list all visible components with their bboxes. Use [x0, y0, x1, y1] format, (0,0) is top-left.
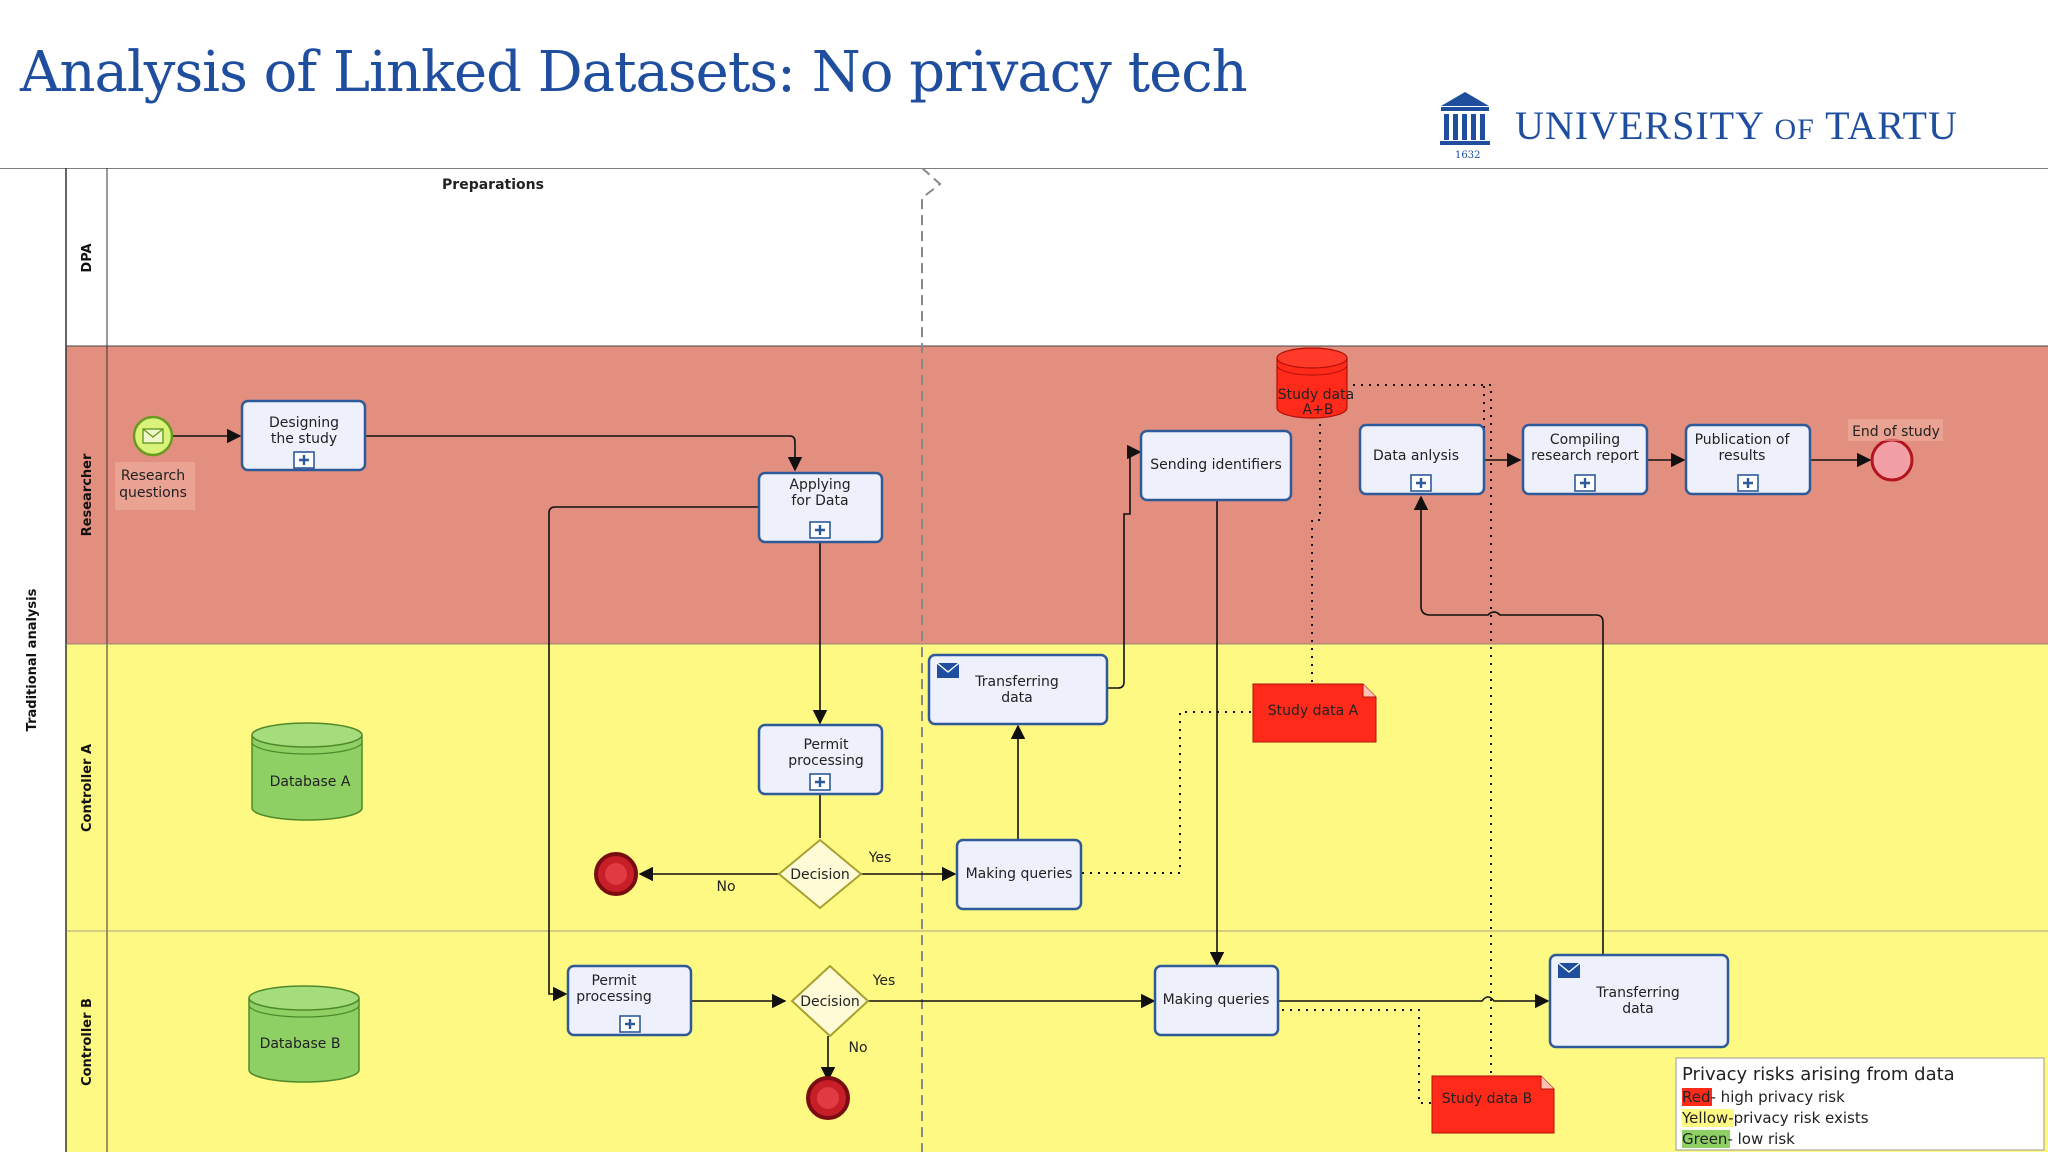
svg-text:Study data A: Study data A: [1268, 703, 1359, 719]
svg-text:Decision: Decision: [800, 994, 860, 1010]
end-of-study-label: End of study: [1852, 424, 1940, 440]
phase-separator: [921, 168, 942, 1152]
lane-label-controller-b: Controller B: [80, 998, 95, 1086]
svg-text:Making queries: Making queries: [966, 866, 1073, 882]
bpmn-diagram: Traditional analysis DPA Researcher Cont…: [0, 168, 2048, 1152]
start-event-label-1: Research: [121, 468, 185, 484]
gateway-decision-b[interactable]: Decision: [790, 964, 870, 1038]
subprocess-plus-icon: [809, 773, 831, 791]
gateway-b-no-label: No: [848, 1040, 867, 1056]
svg-text:Study data B: Study data B: [1442, 1091, 1532, 1107]
subprocess-plus-icon: [1574, 474, 1596, 492]
task-designing-the-study[interactable]: Designing the study: [240, 399, 367, 472]
svg-text:Data anlysis: Data anlysis: [1373, 448, 1459, 464]
svg-text:Transferring: Transferring: [974, 674, 1058, 690]
svg-text:Compiling: Compiling: [1550, 432, 1620, 448]
lane-label-researcher: Researcher: [80, 453, 95, 536]
logo-name-part2: TARTU: [1825, 103, 1958, 148]
svg-text:Database B: Database B: [260, 1036, 341, 1052]
start-event[interactable]: [132, 415, 174, 457]
gateway-a-no-label: No: [716, 879, 735, 895]
svg-text:for Data: for Data: [791, 493, 848, 509]
task-applying-for-data[interactable]: Applying for Data: [757, 471, 884, 544]
svg-text:research report: research report: [1531, 448, 1639, 464]
subprocess-plus-icon: [809, 521, 831, 539]
legend-yellow-text: -privacy risk exists: [1728, 1109, 1869, 1127]
gateway-b-yes-label: Yes: [872, 973, 896, 989]
legend-yellow-word: Yellow: [1681, 1109, 1728, 1127]
end-event-rejected-b: [806, 1076, 850, 1120]
start-event-label-2: questions: [119, 485, 187, 501]
privacy-risk-legend: Privacy risks arising from data Red- hig…: [1675, 1057, 2045, 1151]
svg-text:the study: the study: [271, 431, 337, 447]
svg-text:results: results: [1719, 448, 1766, 464]
svg-text:Making queries: Making queries: [1163, 992, 1270, 1008]
envelope-icon: [936, 662, 960, 678]
svg-text:Study data: Study data: [1278, 387, 1354, 403]
legend-red-word: Red: [1682, 1088, 1711, 1106]
subprocess-plus-icon: [1737, 474, 1759, 492]
university-building-icon: [1440, 92, 1490, 145]
svg-text:Designing: Designing: [269, 415, 339, 431]
svg-text:Applying: Applying: [789, 477, 850, 493]
subprocess-plus-icon: [619, 1015, 641, 1033]
end-event-rejected-a: [594, 852, 638, 896]
subprocess-plus-icon: [1410, 474, 1432, 492]
logo-year: 1632: [1455, 150, 1481, 161]
task-making-queries-b[interactable]: Making queries: [1153, 964, 1280, 1037]
svg-text:data: data: [1622, 1001, 1654, 1017]
end-event-end-of-study: [1870, 438, 1914, 482]
slide-title: Analysis of Linked Datasets: No privacy …: [20, 40, 1248, 105]
legend-green-text: - low risk: [1727, 1130, 1795, 1148]
legend-title: Privacy risks arising from data: [1682, 1064, 1955, 1085]
svg-text:processing: processing: [576, 989, 651, 1005]
lane-label-dpa: DPA: [80, 243, 95, 272]
data-object-study-data-b: Study data B: [1431, 1075, 1555, 1134]
svg-text:Publication of: Publication of: [1695, 432, 1791, 448]
data-store-study-data-ab: Study data A+B: [1276, 347, 1354, 419]
svg-text:Database A: Database A: [270, 774, 351, 790]
legend-red-text: - high privacy risk: [1711, 1088, 1846, 1106]
task-compiling-research-report[interactable]: Compiling research report: [1521, 423, 1649, 496]
svg-text:Sending identifiers: Sending identifiers: [1150, 457, 1281, 473]
svg-text:Decision: Decision: [790, 867, 850, 883]
task-publication-of-results[interactable]: Publication of results: [1684, 423, 1812, 496]
task-making-queries-a[interactable]: Making queries: [955, 838, 1083, 911]
pool-label: Traditional analysis: [25, 588, 40, 731]
svg-text:Green- low risk: Green- low risk: [1682, 1130, 1795, 1148]
gateway-a-yes-label: Yes: [868, 850, 892, 866]
task-transferring-data-b[interactable]: Transferring data: [1548, 953, 1730, 1049]
task-data-analysis[interactable]: Data anlysis: [1358, 423, 1486, 496]
task-permit-processing-a[interactable]: Permit processing: [757, 723, 884, 796]
logo-text: UNIVERSITY OF TARTU: [1515, 102, 1958, 149]
logo-name-of: OF: [1774, 113, 1815, 146]
phase-label: Preparations: [442, 177, 544, 193]
task-sending-identifiers[interactable]: Sending identifiers: [1139, 429, 1293, 502]
envelope-icon: [1557, 962, 1581, 978]
svg-text:Yellow-privacy risk exists: Yellow-privacy risk exists: [1681, 1109, 1869, 1127]
subprocess-plus-icon: [293, 451, 315, 469]
task-permit-processing-b[interactable]: Permit processing: [566, 964, 693, 1037]
svg-text:processing: processing: [788, 753, 863, 769]
svg-text:Red- high privacy risk: Red- high privacy risk: [1682, 1088, 1845, 1106]
logo-name-part1: UNIVERSITY: [1515, 103, 1764, 148]
database-b: Database B: [248, 985, 360, 1083]
data-object-study-data-a: Study data A: [1252, 683, 1377, 743]
svg-text:Permit: Permit: [803, 737, 849, 753]
database-a: Database A: [251, 722, 363, 821]
legend-green-word: Green: [1682, 1130, 1727, 1148]
gateway-decision-a[interactable]: Decision: [777, 838, 863, 910]
lane-label-controller-a: Controller A: [80, 744, 95, 832]
svg-text:Permit: Permit: [591, 973, 637, 989]
svg-text:Transferring: Transferring: [1595, 985, 1679, 1001]
university-logo: 1632 UNIVERSITY OF TARTU: [1435, 88, 2015, 168]
task-transferring-data-a[interactable]: Transferring data: [927, 653, 1109, 726]
svg-text:A+B: A+B: [1303, 402, 1334, 418]
svg-text:data: data: [1001, 690, 1033, 706]
